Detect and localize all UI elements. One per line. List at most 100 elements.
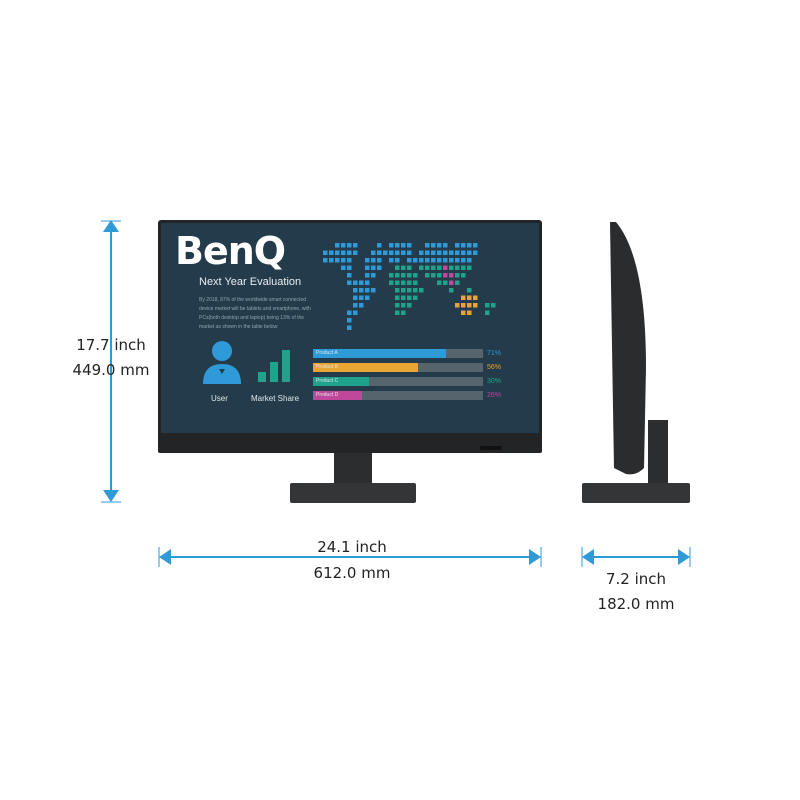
map-dot [389,250,394,255]
map-dot [437,258,442,263]
map-dot [377,243,382,248]
map-dot [347,325,352,330]
map-dot [473,295,478,300]
map-dot [455,250,460,255]
map-dot [407,258,412,263]
product-bar: Product D [313,391,483,400]
product-bar-fill: Product D [313,391,362,400]
map-dot [425,250,430,255]
map-dot [461,295,466,300]
map-dot [437,280,442,285]
map-dot [449,265,454,270]
map-dot [419,258,424,263]
map-dot [371,273,376,278]
map-dot [413,280,418,285]
map-dot [473,303,478,308]
map-dot [395,273,400,278]
map-dot [401,280,406,285]
map-dot [419,265,424,270]
map-dot [377,265,382,270]
map-dot [365,273,370,278]
map-dot [341,265,346,270]
map-dot [413,288,418,293]
map-dot [341,258,346,263]
map-dot [443,280,448,285]
power-buttons [480,446,502,450]
product-bar-fill: Product B [313,363,418,372]
map-dot [347,265,352,270]
product-bar: Product B [313,363,483,372]
map-dot [395,280,400,285]
map-dot [431,250,436,255]
screen-title: Next Year Evaluation [199,276,302,288]
product-bar: Product C [313,377,483,386]
map-dot [455,273,460,278]
map-dot [461,310,466,315]
map-dot [473,250,478,255]
map-dot [401,295,406,300]
map-dot [353,243,358,248]
map-dot [407,295,412,300]
map-dot [359,288,364,293]
map-dot [389,273,394,278]
map-dot [455,258,460,263]
map-dot [353,280,358,285]
product-percent: 26% [487,392,502,399]
map-dot [365,295,370,300]
map-dot [353,303,358,308]
monitor-side-profile [610,222,646,475]
map-dot [395,258,400,263]
map-dot [443,258,448,263]
map-dot [383,250,388,255]
user-icon [203,341,241,384]
map-dot [449,280,454,285]
map-dot [467,243,472,248]
map-dot [467,295,472,300]
map-dot [467,288,472,293]
map-dot [413,295,418,300]
map-dot [419,250,424,255]
map-dot [467,303,472,308]
height-mm-label: 449.0 mm [72,361,150,379]
map-dot [413,273,418,278]
map-dot [455,280,460,285]
map-dot [443,250,448,255]
map-dot [407,250,412,255]
map-dot [425,258,430,263]
product-percent: 71% [487,350,502,357]
map-dot [377,258,382,263]
map-dot [467,258,472,263]
map-dot [353,310,358,315]
map-dot [371,250,376,255]
map-dot [443,273,448,278]
screen-description: By 2018, 87% of the worldwide smart conn… [199,297,311,330]
product-percent: 56% [487,364,502,371]
map-dot [461,265,466,270]
width-dimension-arrow [158,547,542,567]
map-dot [401,303,406,308]
map-dot [347,318,352,323]
map-dot [425,243,430,248]
map-dot [365,288,370,293]
map-dot [461,303,466,308]
map-dot [401,273,406,278]
map-dot [407,273,412,278]
map-dot [347,273,352,278]
map-dot [491,303,496,308]
map-dot [389,280,394,285]
map-dot [455,265,460,270]
map-dot [401,288,406,293]
map-dot [401,310,406,315]
benq-logo: BenQ [175,229,286,273]
depth-dimension-arrow [581,547,691,567]
map-dot [347,250,352,255]
map-dot [389,243,394,248]
map-dot [329,258,334,263]
map-dot [341,243,346,248]
map-dot [347,258,352,263]
map-dot [437,243,442,248]
monitor-screen: BenQ Next Year Evaluation By 2018, 87% o… [161,223,539,433]
map-dot [443,243,448,248]
map-dot [395,295,400,300]
map-dot [401,250,406,255]
